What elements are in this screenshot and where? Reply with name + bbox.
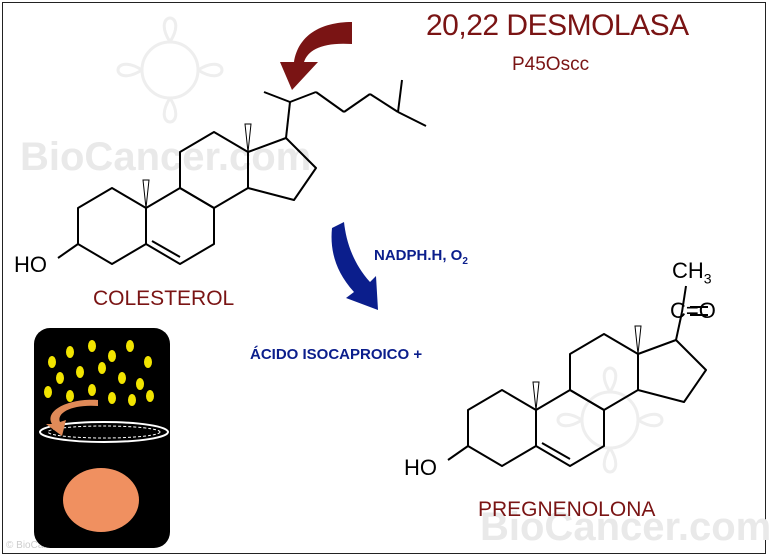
carbonyl-label: C=O — [670, 298, 716, 323]
reaction-arrow-icon — [331, 222, 378, 310]
watermark-top-left: BioCancer.com — [20, 135, 312, 179]
pregnenolone-name: PREGNENOLONA — [478, 498, 656, 521]
pregnenolone-hydroxyl-label: HO — [404, 455, 437, 480]
watermark-bottom-right: BioCancer.com — [480, 505, 770, 549]
enzyme-title: 20,22 DESMOLASA — [426, 9, 689, 42]
lipid-droplets — [44, 340, 154, 406]
mitochondrion-cell-illustration — [34, 328, 170, 548]
nucleus — [63, 468, 139, 532]
cholesterol-name: COLESTEROL — [93, 287, 235, 310]
cofactor-subscript: 2 — [462, 256, 468, 267]
cofactor-label: NADPH.H, O2 — [374, 247, 468, 267]
pregnenolone-structure — [447, 285, 708, 467]
cholesterol-hydroxyl-label: HO — [14, 252, 47, 277]
byproduct-label: ÁCIDO ISOCAPROICO + — [250, 346, 423, 363]
enzyme-arrow-icon — [280, 22, 352, 90]
watermark-flower-icon — [116, 16, 664, 474]
enzyme-subtitle: P45Oscc — [512, 54, 590, 75]
rotation-arrow-icon — [46, 399, 98, 436]
methyl-label: CH3 — [672, 258, 712, 286]
methyl-wedge-icon — [634, 325, 642, 355]
methyl-text: CH — [672, 258, 704, 283]
cofactor-text: NADPH.H, O — [374, 247, 463, 264]
cholesterol-structure — [57, 79, 427, 265]
methyl-wedge-icon — [532, 381, 540, 411]
methyl-wedge-icon — [142, 179, 150, 209]
methyl-subscript: 3 — [703, 270, 712, 287]
methyl-wedge-icon — [244, 123, 252, 153]
